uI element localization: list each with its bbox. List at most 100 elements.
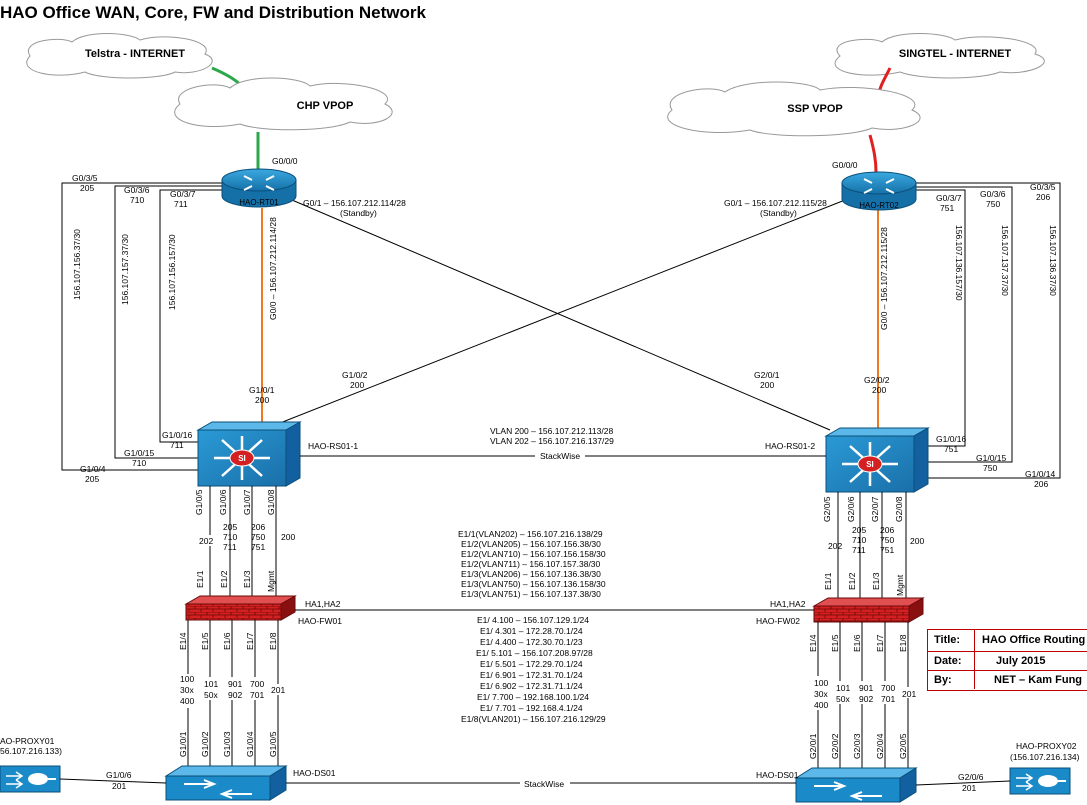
rt01-name: HAO-RT01 [239,198,279,207]
ls4v: 205 [85,474,99,484]
svg-text:50x: 50x [836,694,850,704]
ssp-rt02-link [868,134,878,173]
svg-text:901: 901 [228,679,242,689]
ds1-port-labels: G1/0/1 G1/0/2 G1/0/3 G1/0/4 G1/0/5 [178,731,278,757]
rt01-g000-label: G0/0/0 [272,156,298,166]
rp1: G0/3/7 [936,193,962,203]
svg-text:100: 100 [180,674,194,684]
rt02-g00-link-label: G0/0 – 156.107.212.115/28 [879,227,889,330]
svg-text:E1/ 7.700 – 192.168.100.1/24: E1/ 7.700 – 192.168.100.1/24 [477,692,589,702]
rp2v: 750 [986,199,1000,209]
rs2-fw2-links [837,492,907,604]
svg-text:201: 201 [902,689,916,699]
svg-text:400: 400 [814,700,828,710]
svg-text:751: 751 [251,542,265,552]
svg-text:902: 902 [859,694,873,704]
fw-inside-list: E1/ 4.100 – 156.107.129.1/24 E1/ 4.301 –… [461,615,606,724]
proxy01-vlan: 201 [112,781,126,791]
rt02-standby-label: (Standby) [760,208,797,218]
svg-text:G2/0/5: G2/0/5 [822,496,832,522]
fw1-top-ports: E1/1 E1/2 E1/3 Mgmt [195,570,276,592]
rt02-name: HAO-RT02 [859,201,899,210]
svg-text:SI: SI [238,454,246,463]
svg-text:710: 710 [852,535,866,545]
rn3: 156.107.136.37/30 [1048,225,1058,296]
svg-text:E1/1: E1/1 [195,570,205,588]
lp1: G0/3/5 [72,173,98,183]
fw1-ha-label: HA1,HA2 [305,599,341,609]
switch-hao-rs01-2[interactable]: SI [824,427,930,493]
svg-text:G1/0/4: G1/0/4 [245,731,255,757]
svg-text:G2/0/1: G2/0/1 [808,733,818,759]
by-value: NET – Kam Fung [994,674,1083,686]
svg-text:101: 101 [204,679,218,689]
left-uplinks [61,182,232,471]
lg102: G1/0/2 [342,370,368,380]
title-label: Title: [928,630,975,651]
svg-text:E1/ 4.301 – 172.28.70.1/24: E1/ 4.301 – 172.28.70.1/24 [480,626,583,636]
rs1-label: HAO-RS01-1 [308,441,358,451]
proxy02-name: HAO-PROXY02 [1016,741,1077,751]
title-value: HAO Office Routing [982,634,1086,646]
switch-hao-rs01-1[interactable]: SI [196,421,302,487]
svg-text:E1/4: E1/4 [808,634,818,652]
fw-outside-list: E1/1(VLAN202) – 156.107.216.138/29 E1/2(… [458,529,606,599]
svg-text:G1/0/3: G1/0/3 [222,731,232,757]
svg-text:G2/0/8: G2/0/8 [894,496,904,522]
svg-text:G1/0/5: G1/0/5 [268,731,278,757]
ls15v: 710 [132,458,146,468]
svg-text:E1/2(VLAN205) – 156.107.156.38: E1/2(VLAN205) – 156.107.156.38/30 [461,539,601,549]
svg-text:E1/ 5.101 – 156.107.208.97/28: E1/ 5.101 – 156.107.208.97/28 [476,648,593,658]
right-uplinks [910,182,1061,479]
proxy01-link [59,778,167,784]
svg-text:E1/7: E1/7 [875,634,885,652]
cloud-singtel: SINGTEL - INTERNET [834,33,1045,79]
svg-text:G1/0/6: G1/0/6 [218,489,228,515]
svg-text:G2/0/7: G2/0/7 [870,496,880,522]
svg-text:101: 101 [836,683,850,693]
ls15: G1/0/15 [124,448,155,458]
router-hao-rt02[interactable]: HAO-RT02 [841,171,917,211]
svg-text:Mgmt: Mgmt [895,574,905,596]
router-hao-rt01[interactable]: HAO-RT01 [221,168,297,208]
svg-text:30x: 30x [814,689,828,699]
svg-text:E1/6: E1/6 [852,634,862,652]
fw1-name: HAO-FW01 [298,616,342,626]
svg-text:700: 700 [250,679,264,689]
svg-text:E1/2: E1/2 [847,572,857,590]
ssp-label: SSP VPOP [787,103,842,115]
ln1: 156.107.156.37/30 [72,229,82,300]
switch-hao-ds01-right[interactable] [794,767,918,803]
rt01-rs2-link [291,199,831,431]
svg-text:E1/2(VLAN710) – 156.107.156.15: E1/2(VLAN710) – 156.107.156.158/30 [461,549,606,559]
date-label: Date: [928,652,975,670]
svg-text:901: 901 [859,683,873,693]
rs1-fw1-links [209,486,277,604]
proxy-02[interactable] [1009,767,1071,795]
rp2: G0/3/6 [980,189,1006,199]
rt01-g00-link-label: G0/0 – 156.107.212.114/28 [268,217,278,320]
svg-text:205: 205 [223,522,237,532]
svg-text:G2/0/6: G2/0/6 [846,496,856,522]
fw2-ha-label: HA1,HA2 [770,599,806,609]
svg-text:E1/ 5.501 – 172.29.70.1/24: E1/ 5.501 – 172.29.70.1/24 [480,659,583,669]
svg-text:E1/8: E1/8 [898,634,908,652]
switch-hao-ds01-left[interactable] [164,765,288,801]
by-row: By: NET – Kam Fung [928,671,1087,689]
firewall-hao-fw02[interactable] [812,597,925,623]
svg-text:50x: 50x [204,690,218,700]
lp2v: 710 [130,195,144,205]
page-title: HAO Office WAN, Core, FW and Distributio… [0,3,427,22]
svg-text:902: 902 [228,690,242,700]
svg-text:400: 400 [180,696,194,706]
lg102v: 200 [350,380,364,390]
proxy-01[interactable] [0,765,61,793]
firewall-hao-fw01[interactable] [184,595,297,621]
svg-text:30x: 30x [180,685,194,695]
date-row: Date: July 2015 [928,652,1087,671]
rs15v: 750 [983,463,997,473]
ln2: 156.107.157.37/30 [120,234,130,305]
lp2: G0/3/6 [124,185,150,195]
svg-text:SI: SI [866,460,874,469]
rt02-g000-label: G0/0/0 [832,160,858,170]
